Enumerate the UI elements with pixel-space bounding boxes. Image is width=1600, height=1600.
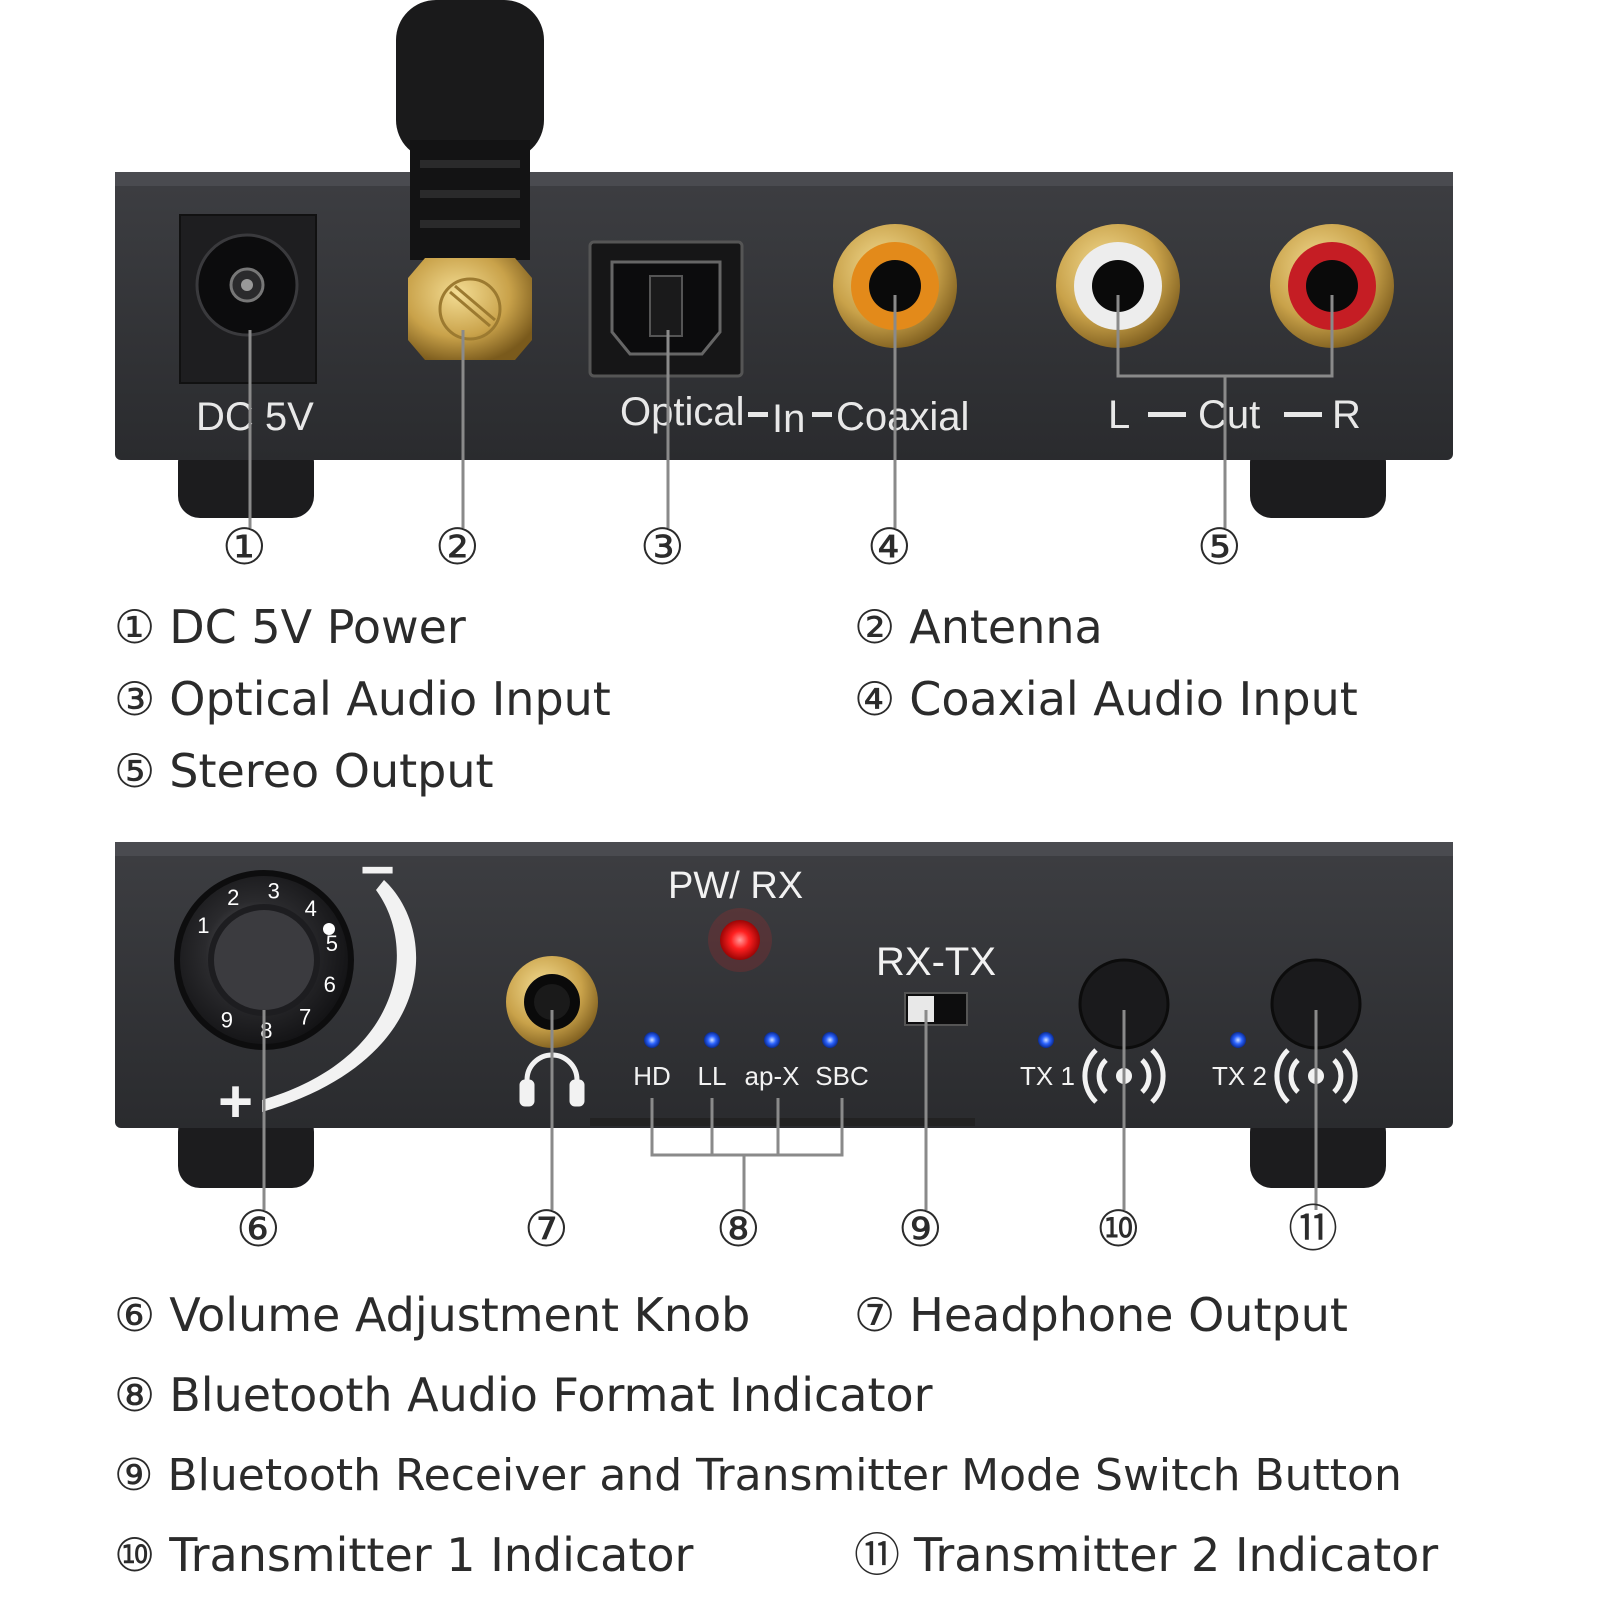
tx1-label: TX 1 xyxy=(1020,1061,1075,1091)
rx-tx-label: RX-TX xyxy=(876,940,996,984)
minus-label: − xyxy=(360,836,395,903)
legend-num: ④ xyxy=(854,672,896,726)
legend-text: Antenna xyxy=(909,600,1103,654)
headphone-jack xyxy=(506,956,598,1048)
coaxial-label: Coaxial xyxy=(836,395,969,439)
knob-number: 8 xyxy=(260,1018,272,1043)
callout-5: ⑤ xyxy=(1197,518,1242,576)
callout-8: ⑧ xyxy=(716,1200,761,1258)
legend-num: ③ xyxy=(114,672,156,726)
antenna xyxy=(396,0,544,360)
callout-9: ⑨ xyxy=(898,1200,943,1258)
legend-text: Coaxial Audio Input xyxy=(909,672,1358,726)
legend-num: ⑥ xyxy=(114,1288,156,1342)
front-left-foot xyxy=(178,1110,314,1188)
ll-label: LL xyxy=(698,1061,727,1091)
legend-num: ⑩ xyxy=(114,1528,156,1582)
hd-led xyxy=(644,1032,660,1048)
out-label: Cut xyxy=(1198,393,1260,437)
callout-6: ⑥ xyxy=(236,1200,281,1258)
sbc-led xyxy=(822,1032,838,1048)
right-output-jack xyxy=(1270,224,1394,348)
knob-number: 7 xyxy=(299,1005,311,1030)
legend-text: Optical Audio Input xyxy=(169,672,611,726)
hd-label: HD xyxy=(633,1061,671,1091)
legend-num: ② xyxy=(854,600,896,654)
callout-11: ⑪ xyxy=(1288,1200,1338,1258)
tx1-led xyxy=(1038,1032,1054,1048)
power-rx-led xyxy=(720,920,760,960)
tx1-broadcast-icon xyxy=(1082,1048,1166,1104)
knob-number: 6 xyxy=(324,972,336,997)
legend-text: Headphone Output xyxy=(909,1288,1348,1342)
callout-2: ② xyxy=(435,518,480,576)
callout-1: ① xyxy=(222,518,267,576)
l-label: L xyxy=(1108,393,1130,437)
in-label: In xyxy=(772,397,805,441)
legend-num: ⑧ xyxy=(114,1368,156,1422)
knob-number: 9 xyxy=(221,1007,233,1032)
front-leader-lines xyxy=(262,1010,1318,1210)
dc-5v-label: DC 5V xyxy=(196,395,314,439)
left-output-jack xyxy=(1056,224,1180,348)
legend-text: Bluetooth Receiver and Transmitter Mode … xyxy=(167,1450,1402,1501)
knob-number: 4 xyxy=(305,896,317,921)
legend-text: Stereo Output xyxy=(169,744,494,798)
legend-num: ⑨ xyxy=(114,1450,154,1501)
legend-text: DC 5V Power xyxy=(169,600,466,654)
front-panel-body xyxy=(115,842,1453,1128)
tx2-broadcast-icon xyxy=(1274,1048,1358,1104)
format-leds xyxy=(644,1032,838,1048)
sbc-label: SBC xyxy=(815,1061,868,1091)
legend-num: ⑦ xyxy=(854,1288,896,1342)
device-illustration: DC 5V Optical In Coaxial L xyxy=(115,0,1453,1210)
callout-4: ④ xyxy=(867,518,912,576)
legend-num: ⑪ xyxy=(854,1528,900,1582)
dc-power-jack xyxy=(179,214,317,384)
callout-3: ③ xyxy=(640,518,685,576)
knob-number: 5 xyxy=(326,931,338,956)
legend-num: ⑤ xyxy=(114,744,156,798)
r-label: R xyxy=(1332,393,1361,437)
ll-led xyxy=(704,1032,720,1048)
volume-arc xyxy=(262,880,417,1112)
legend-num: ① xyxy=(114,600,156,654)
apx-label: ap-X xyxy=(745,1061,800,1091)
tx2-label: TX 2 xyxy=(1212,1061,1267,1091)
back-panel: DC 5V Optical In Coaxial L xyxy=(115,0,1453,518)
coaxial-input-jack xyxy=(833,224,957,348)
callout-7: ⑦ xyxy=(524,1200,569,1258)
optical-input-port xyxy=(588,240,744,378)
callout-10: ⑩ xyxy=(1096,1200,1141,1258)
apx-led xyxy=(764,1032,780,1048)
front-right-foot xyxy=(1250,1110,1386,1188)
knob-number: 1 xyxy=(197,913,209,938)
legend-text: Bluetooth Audio Format Indicator xyxy=(169,1368,933,1422)
legend-text: Transmitter 2 Indicator xyxy=(914,1528,1439,1582)
knob-number: 3 xyxy=(268,879,280,904)
tx2-led xyxy=(1230,1032,1246,1048)
legend-text: Transmitter 1 Indicator xyxy=(169,1528,694,1582)
optical-label: Optical xyxy=(620,390,745,434)
knob-number: 2 xyxy=(227,885,239,910)
knob-indicator-dot xyxy=(323,923,335,935)
plus-label: + xyxy=(218,1068,253,1135)
rx-tx-mode-switch[interactable] xyxy=(904,992,968,1026)
back-leader-lines xyxy=(248,295,1334,528)
pw-rx-label: PW/ RX xyxy=(668,865,803,907)
legend-text: Volume Adjustment Knob xyxy=(169,1288,751,1342)
